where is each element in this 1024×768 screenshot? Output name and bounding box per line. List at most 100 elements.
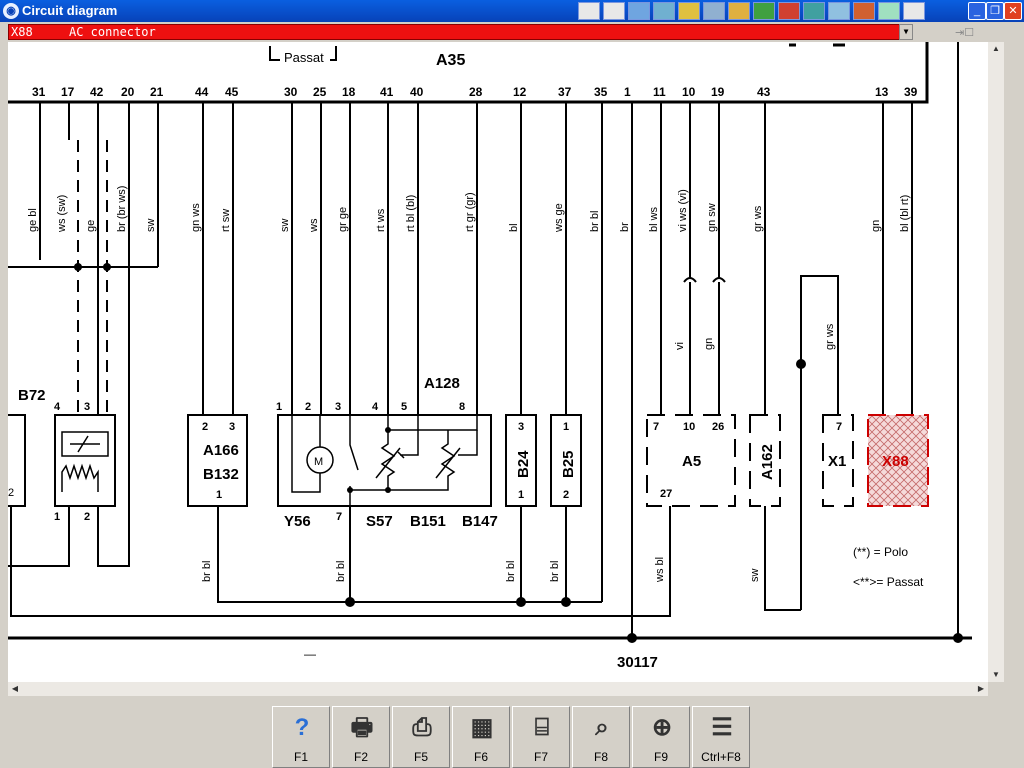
svg-text:26: 26 (712, 421, 724, 433)
svg-text:—: — (304, 647, 316, 661)
warning-icon[interactable] (903, 2, 925, 20)
a5-module[interactable] (646, 414, 736, 507)
svg-text:8: 8 (459, 401, 465, 413)
chevron-down-icon[interactable]: ▼ (899, 24, 913, 40)
fkey-label: F1 (293, 750, 308, 764)
wire-color-label: ws ge (553, 203, 565, 233)
pin-label: 10 (682, 85, 696, 99)
fkey-label: Ctrl+F8 (701, 750, 741, 764)
svg-text:A166: A166 (203, 442, 239, 459)
wire-color-label: rt gr (gr) (464, 192, 476, 232)
svg-text:M: M (314, 456, 323, 468)
svg-text:7: 7 (836, 421, 842, 433)
b72-label: B72 (18, 387, 46, 404)
fkey-f5[interactable]: ⎙F5 (392, 706, 450, 768)
wire-color-label: rt ws (375, 208, 387, 232)
svg-text:2: 2 (84, 511, 90, 523)
car-icon[interactable] (778, 2, 800, 20)
title-bar: ◉ Circuit diagram _ ❐ ✕ (0, 0, 1024, 22)
fkey-f6[interactable]: ▦F6 (452, 706, 510, 768)
vertical-scrollbar[interactable]: ▲ ▼ (988, 42, 1004, 682)
wire-color-label: br bl (505, 561, 517, 582)
svg-text:X1: X1 (828, 453, 846, 470)
pin-label: 17 (61, 85, 75, 99)
connector-icon: ⌸ (534, 714, 550, 741)
map-icon[interactable] (653, 2, 675, 20)
pin-label: 40 (410, 85, 424, 99)
prev-page-icon[interactable] (603, 2, 625, 20)
scroll-up-icon[interactable]: ▲ (992, 44, 1000, 53)
app-icon: ◉ (3, 3, 19, 19)
wire-color-label: gn (870, 220, 882, 232)
wire-color-label: bl (bl rt) (899, 195, 911, 232)
pin-label: 28 (469, 85, 483, 99)
wire-color-label: ge bl (27, 208, 39, 232)
a35-label: A35 (436, 52, 465, 69)
svg-text:3: 3 (84, 401, 90, 413)
pin-label: 13 (875, 85, 889, 99)
side-control[interactable]: ⇥☐ (955, 27, 975, 39)
component-selector[interactable]: X88 AC connector ▼ (8, 24, 913, 40)
a162-module[interactable] (749, 414, 781, 507)
wire-color-label: br (619, 222, 631, 232)
a128-module[interactable] (277, 414, 492, 507)
pin-label: 39 (904, 85, 918, 99)
close-button[interactable]: ✕ (1004, 2, 1022, 20)
fkey-ctrl-f8[interactable]: ☰ Ctrl+F8 (692, 706, 750, 768)
scroll-right-icon[interactable]: ▶ (977, 684, 985, 693)
svg-text:Y56: Y56 (284, 513, 311, 530)
zoom-search-icon: ⊕ (651, 714, 673, 741)
x88-label: X88 (882, 453, 909, 470)
tools-icon[interactable] (703, 2, 725, 20)
svg-text:1: 1 (216, 489, 222, 501)
info-icon[interactable] (803, 2, 825, 20)
wire-color-label: gn (703, 338, 715, 350)
scroll-down-icon[interactable]: ▼ (992, 670, 1000, 679)
wire-color-label: gr ws (752, 205, 764, 232)
first-page-icon[interactable] (578, 2, 600, 20)
fkey-f2[interactable]: 🖶F2 (332, 706, 390, 768)
pin-label: 11 (653, 85, 666, 99)
wire-color-label: rt bl (bl) (405, 195, 417, 232)
fkey-f7[interactable]: ⌸F7 (512, 706, 570, 768)
fkey-f1[interactable]: ?F1 (272, 706, 330, 768)
battery-icon[interactable] (753, 2, 775, 20)
snow-icon[interactable] (878, 2, 900, 20)
restore-button[interactable]: ❐ (986, 2, 1004, 20)
pin-label: 42 (90, 85, 104, 99)
list-icon: ☰ (711, 714, 733, 741)
wire-color-label: rt sw (220, 209, 232, 232)
svg-text:B25: B25 (560, 450, 577, 478)
scroll-left-icon[interactable]: ◀ (11, 684, 19, 693)
legend-passat: <**>= Passat (853, 575, 924, 589)
svg-text:3: 3 (229, 421, 235, 433)
fkey-f8[interactable]: ⌕F8 (572, 706, 630, 768)
search-icon[interactable] (678, 2, 700, 20)
svg-text:2: 2 (563, 489, 569, 501)
svg-text:4: 4 (372, 401, 379, 413)
edit-icon[interactable] (828, 2, 850, 20)
wire-color-label: ws (sw) (56, 195, 68, 233)
b72-sensor[interactable] (54, 414, 116, 507)
selector-code: X88 (11, 25, 33, 39)
x1-connector[interactable] (822, 414, 854, 507)
fkey-f9[interactable]: ⊕F9 (632, 706, 690, 768)
horizontal-scrollbar[interactable]: ◀ ▶ (8, 682, 988, 696)
zoom-icon[interactable] (628, 2, 650, 20)
pin-label: 43 (757, 85, 771, 99)
wire-color-label: bl ws (648, 206, 660, 232)
svg-text:3: 3 (335, 401, 341, 413)
svg-text:B147: B147 (462, 513, 498, 530)
wire-color-label: bl (508, 223, 520, 232)
wire-color-label: sw (279, 219, 291, 233)
fkey-label: F2 (353, 750, 368, 764)
wire-color-label: ws bl (654, 557, 666, 583)
print-icon[interactable] (728, 2, 750, 20)
wire-color-label: gr ws (824, 323, 836, 350)
x88-connector-highlight[interactable] (867, 414, 929, 507)
pin-label: 12 (513, 85, 527, 99)
minimize-button[interactable]: _ (968, 2, 986, 20)
gear-icon[interactable] (853, 2, 875, 20)
svg-text:B151: B151 (410, 513, 446, 530)
